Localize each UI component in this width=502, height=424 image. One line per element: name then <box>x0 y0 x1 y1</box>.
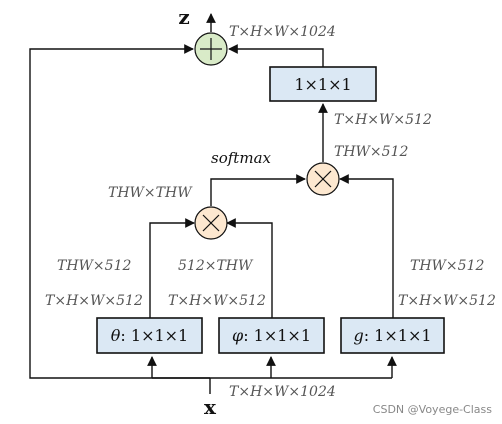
multiply-operator-1 <box>194 206 228 240</box>
output-conv-label: 1×1×1 <box>294 75 351 94</box>
phi-output-shape: 512×THW <box>178 258 254 274</box>
g-conv-label: g: 1×1×1 <box>353 326 431 345</box>
g-output-shape: THW×512 <box>410 258 484 274</box>
theta-to-mult1 <box>149 218 195 318</box>
mult2-output-shape: THW×512 <box>334 144 408 160</box>
phi-conv-box <box>218 317 325 354</box>
phi-conv-label: φ: 1×1×1 <box>232 326 311 345</box>
theta-output-shape: THW×512 <box>57 258 131 274</box>
mult1-output-shape: THW×THW <box>108 185 193 201</box>
g-conv-box <box>340 317 445 354</box>
theta-input-shape: T×H×W×512 <box>45 293 143 309</box>
phi-to-mult1 <box>226 218 273 318</box>
multiply-operator-2 <box>306 162 340 196</box>
output-conv-box <box>269 66 377 102</box>
theta-conv-label: θ: 1×1×1 <box>111 326 188 345</box>
phi-input-shape: T×H×W×512 <box>168 293 266 309</box>
g-to-mult2 <box>339 174 394 318</box>
input-variable: x <box>204 395 217 419</box>
outconv-input-shape: T×H×W×512 <box>334 112 432 128</box>
watermark: CSDN @Voyege-Class <box>373 403 492 416</box>
theta-conv-box <box>96 317 203 354</box>
residual-connection <box>29 44 210 379</box>
mult1-to-mult2 <box>210 174 306 206</box>
input-shape-label: T×H×W×1024 <box>229 384 336 400</box>
outconv-to-add <box>228 44 324 67</box>
add-operator <box>194 32 228 66</box>
g-input-shape: T×H×W×512 <box>398 293 496 309</box>
softmax-label: softmax <box>211 149 271 167</box>
output-shape-label: T×H×W×1024 <box>229 24 336 40</box>
output-variable: z <box>178 5 189 29</box>
